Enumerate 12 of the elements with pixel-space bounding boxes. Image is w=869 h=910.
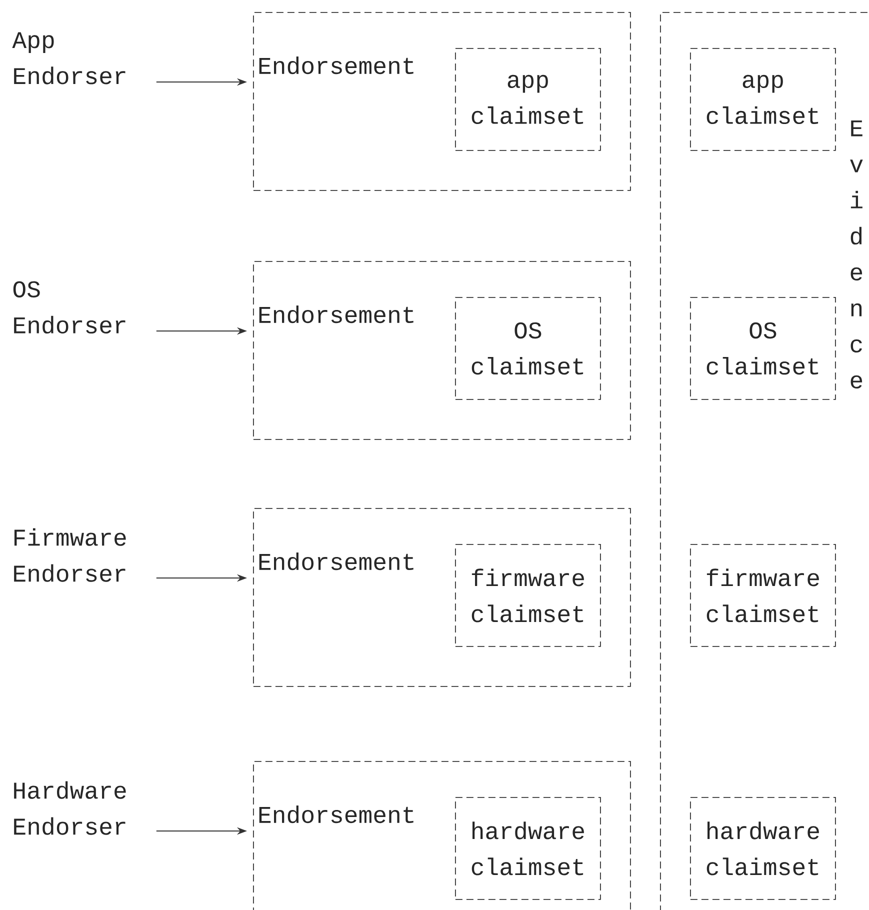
claimset-box: OS claimset xyxy=(690,297,836,400)
claimset-box: firmware claimset xyxy=(455,544,601,647)
claimset-box: hardware claimset xyxy=(455,797,601,900)
claimset-box: hardware claimset xyxy=(690,797,836,900)
endorser-label: Firmware Endorser xyxy=(14,528,126,582)
claimset-box: OS claimset xyxy=(455,297,601,400)
claimset-box: firmware claimset xyxy=(690,544,836,647)
endorser-label: OS Endorser xyxy=(13,281,126,334)
claimset-box: app claimset xyxy=(455,48,601,151)
endorser-label: Hardware Endorser xyxy=(14,781,126,835)
claimset-box: app claimset xyxy=(690,48,836,151)
endorser-label: App Endorser xyxy=(12,32,126,84)
